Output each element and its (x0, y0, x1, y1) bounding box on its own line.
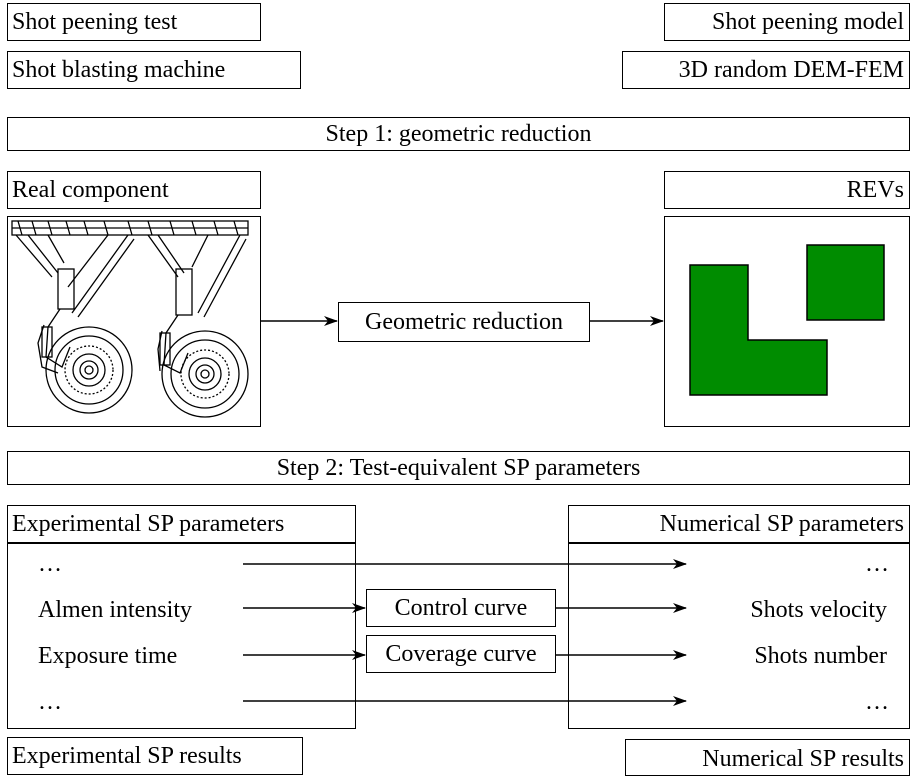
step1-title: Step 1: geometric reduction (325, 121, 592, 147)
numerical-params-header-box: Numerical SP parameters (568, 505, 910, 543)
coverage-curve-box: Coverage curve (366, 635, 556, 673)
shot-peening-test-box: Shot peening test (7, 3, 261, 41)
revs-box: REVs (664, 171, 910, 209)
shot-peening-model-label: Shot peening model (712, 9, 904, 35)
coverage-curve-label: Coverage curve (385, 641, 537, 667)
real-component-image-box (7, 216, 261, 427)
numerical-ellipsis-bottom: … (865, 689, 889, 715)
dem-fem-label: 3D random DEM-FEM (678, 57, 904, 83)
geometric-reduction-box: Geometric reduction (338, 302, 590, 342)
exposure-time-label: Exposure time (38, 643, 178, 669)
shots-velocity-label: Shots velocity (750, 597, 887, 623)
geometric-reduction-label: Geometric reduction (365, 309, 563, 335)
numerical-params-body: … Shots velocity Shots number … (568, 543, 910, 729)
landing-gear-drawing-icon (11, 220, 249, 418)
numerical-ellipsis-top: … (865, 551, 889, 577)
revs-label: REVs (846, 177, 904, 203)
experimental-results-label: Experimental SP results (12, 743, 242, 769)
experimental-params-body: … Almen intensity Exposure time … (7, 543, 356, 729)
real-component-label: Real component (12, 177, 169, 203)
step2-title: Step 2: Test-equivalent SP parameters (276, 455, 641, 481)
numerical-results-label: Numerical SP results (702, 746, 904, 772)
step1-title-box: Step 1: geometric reduction (7, 117, 910, 151)
shot-peening-test-label: Shot peening test (12, 9, 178, 35)
experimental-results-box: Experimental SP results (7, 737, 303, 775)
control-curve-box: Control curve (366, 589, 556, 627)
shot-blasting-machine-label: Shot blasting machine (12, 57, 226, 83)
experimental-ellipsis-bottom: … (38, 689, 62, 715)
green-rev-blocks-icon (689, 244, 885, 396)
experimental-params-header-box: Experimental SP parameters (7, 505, 356, 543)
experimental-ellipsis-top: … (38, 551, 62, 577)
experimental-params-label: Experimental SP parameters (12, 511, 285, 537)
shot-peening-model-box: Shot peening model (664, 3, 910, 41)
dem-fem-box: 3D random DEM-FEM (622, 51, 910, 89)
numerical-params-label: Numerical SP parameters (659, 511, 904, 537)
real-component-box: Real component (7, 171, 261, 209)
step2-title-box: Step 2: Test-equivalent SP parameters (7, 451, 910, 485)
shots-number-label: Shots number (754, 643, 887, 669)
shot-blasting-machine-box: Shot blasting machine (7, 51, 301, 89)
revs-image-box (664, 216, 910, 427)
almen-intensity-label: Almen intensity (38, 597, 192, 623)
control-curve-label: Control curve (394, 595, 528, 621)
